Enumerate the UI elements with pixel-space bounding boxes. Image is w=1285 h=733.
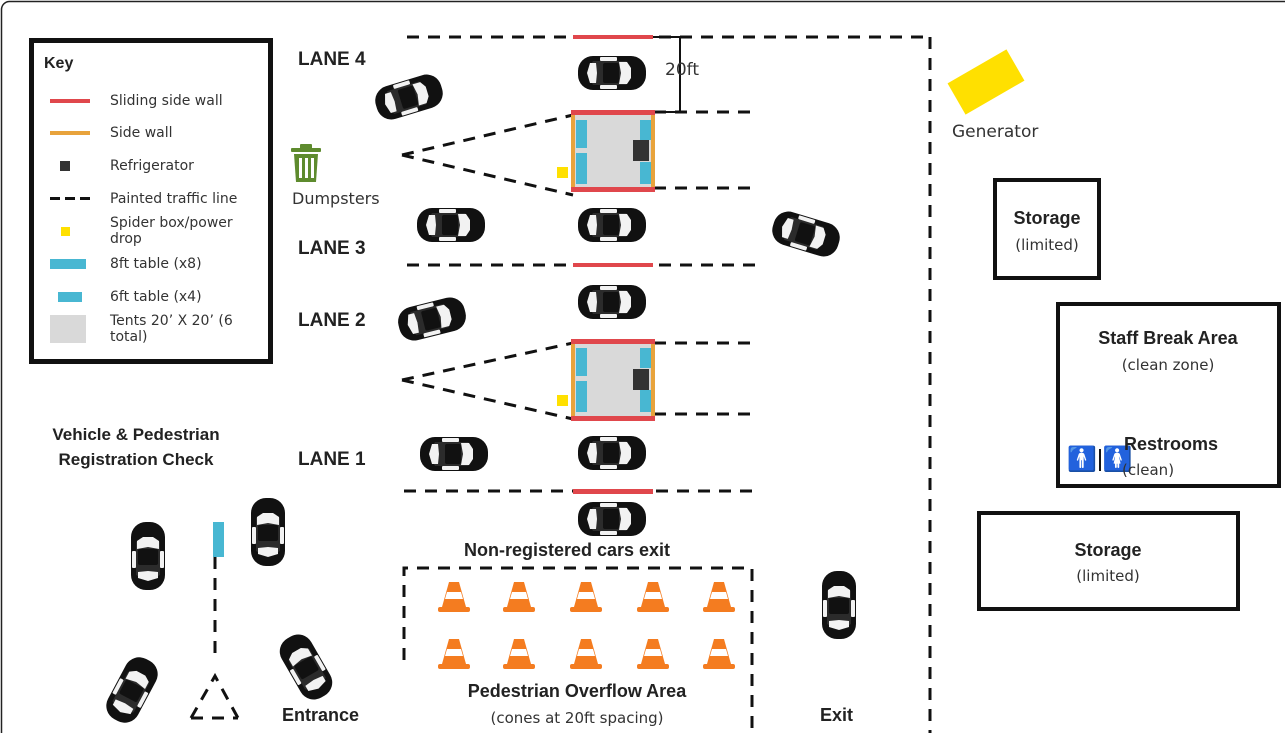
legend-label: 6ft table (x4) <box>110 289 202 305</box>
registration-label-line-1: Vehicle & Pedestrian <box>52 425 220 444</box>
lane-2-label: LANE 2 <box>298 310 366 331</box>
exit-label: Exit <box>820 705 854 725</box>
restrooms-title: Restrooms <box>1124 434 1219 454</box>
car-icon <box>578 56 646 90</box>
traffic-lines <box>189 35 932 733</box>
registration-label-line-2: Registration Check <box>58 450 214 469</box>
storage-bottom-title: Storage <box>1074 540 1142 560</box>
car-icon <box>417 208 485 242</box>
cone-icon <box>637 582 669 612</box>
cone-icon <box>503 639 535 669</box>
legend-label: 8ft table (x8) <box>110 256 202 272</box>
legend-item-refrigerator: Refrigerator <box>48 156 194 176</box>
tent-swatch <box>48 314 92 344</box>
storage-top-title: Storage <box>1013 208 1081 228</box>
entrance-label: Entrance <box>282 705 360 725</box>
registration-table <box>213 522 224 557</box>
restroom-icon: 🚹🚺 <box>1067 445 1133 473</box>
dumpster-icon <box>291 144 321 182</box>
legend-title: Key <box>44 55 74 72</box>
table-8ft-swatch <box>48 254 92 274</box>
car-icon <box>578 502 646 536</box>
sliding-wall-swatch <box>48 91 92 111</box>
legend-label: Spider box/power drop <box>110 215 233 247</box>
cone-icons <box>438 582 735 669</box>
legend-item-tent: Tents 20’ X 20’ (6 total) <box>48 313 268 345</box>
tent-upper <box>557 110 655 192</box>
spider-box-swatch <box>48 221 92 241</box>
car-icon <box>371 70 447 124</box>
refrigerator-swatch <box>48 156 92 176</box>
car-icon <box>822 571 856 639</box>
car-icon <box>420 437 488 471</box>
spacing-label: 20ft <box>665 60 699 80</box>
cone-icon <box>703 582 735 612</box>
legend-label: Refrigerator <box>110 158 194 174</box>
overflow-area-title: Pedestrian Overflow Area <box>467 681 687 701</box>
legend-label: Painted traffic line <box>110 191 238 207</box>
legend-item-spider-box: Spider box/power drop <box>48 215 268 247</box>
side-wall-swatch <box>48 123 92 143</box>
legend-item-table-6ft: 6ft table (x4) <box>48 287 202 307</box>
break-area-title: Staff Break Area <box>1098 328 1238 348</box>
sliding-walls <box>573 35 653 494</box>
tent-lower <box>557 339 655 421</box>
cone-icon <box>438 639 470 669</box>
cone-icon <box>503 582 535 612</box>
break-area-note: (clean zone) <box>1121 356 1215 374</box>
storage-top: Storage (limited) <box>993 178 1101 280</box>
legend-label: Sliding side wall <box>110 93 223 109</box>
dumpsters-label: Dumpsters <box>292 189 380 208</box>
cone-icon <box>570 639 602 669</box>
legend-item-side-wall: Side wall <box>48 123 173 143</box>
car-icon <box>768 207 844 261</box>
legend-item-table-8ft: 8ft table (x8) <box>48 254 202 274</box>
generator <box>947 49 1025 115</box>
cone-icon <box>637 639 669 669</box>
car-icon <box>251 498 285 566</box>
car-icon <box>578 285 646 319</box>
storage-bottom-note: (limited) <box>1076 567 1140 585</box>
car-icon <box>131 522 165 590</box>
legend-item-traffic-line: Painted traffic line <box>48 189 237 209</box>
car-icon <box>274 629 338 705</box>
car-icon <box>578 436 646 470</box>
table-6ft-swatch <box>48 287 92 307</box>
lane-4-label: LANE 4 <box>298 49 366 70</box>
legend-label: Side wall <box>110 125 173 141</box>
lane-3-label: LANE 3 <box>298 238 366 259</box>
staff-break-area: Staff Break Area (clean zone) 🚹🚺 Restroo… <box>1056 302 1281 488</box>
traffic-line-swatch <box>48 189 92 209</box>
cone-icon <box>570 582 602 612</box>
storage-top-note: (limited) <box>1015 236 1079 254</box>
legend-item-sliding-side-wall: Sliding side wall <box>48 91 223 111</box>
spacing-marker <box>652 36 681 113</box>
cone-icon <box>438 582 470 612</box>
legend: Key Sliding side wall Side wall Refriger… <box>29 38 273 364</box>
cone-icon <box>703 639 735 669</box>
lane-1-label: LANE 1 <box>298 449 366 470</box>
car-icon <box>578 208 646 242</box>
non-registered-exit-label: Non-registered cars exit <box>463 540 671 560</box>
generator-label: Generator <box>952 122 1039 142</box>
storage-bottom: Storage (limited) <box>977 511 1240 611</box>
car-icon <box>101 651 163 729</box>
overflow-area-note: (cones at 20ft spacing) <box>490 709 664 727</box>
car-icon <box>394 294 470 344</box>
restrooms-note: (clean) <box>1122 461 1175 479</box>
legend-label: Tents 20’ X 20’ (6 total) <box>110 313 233 345</box>
